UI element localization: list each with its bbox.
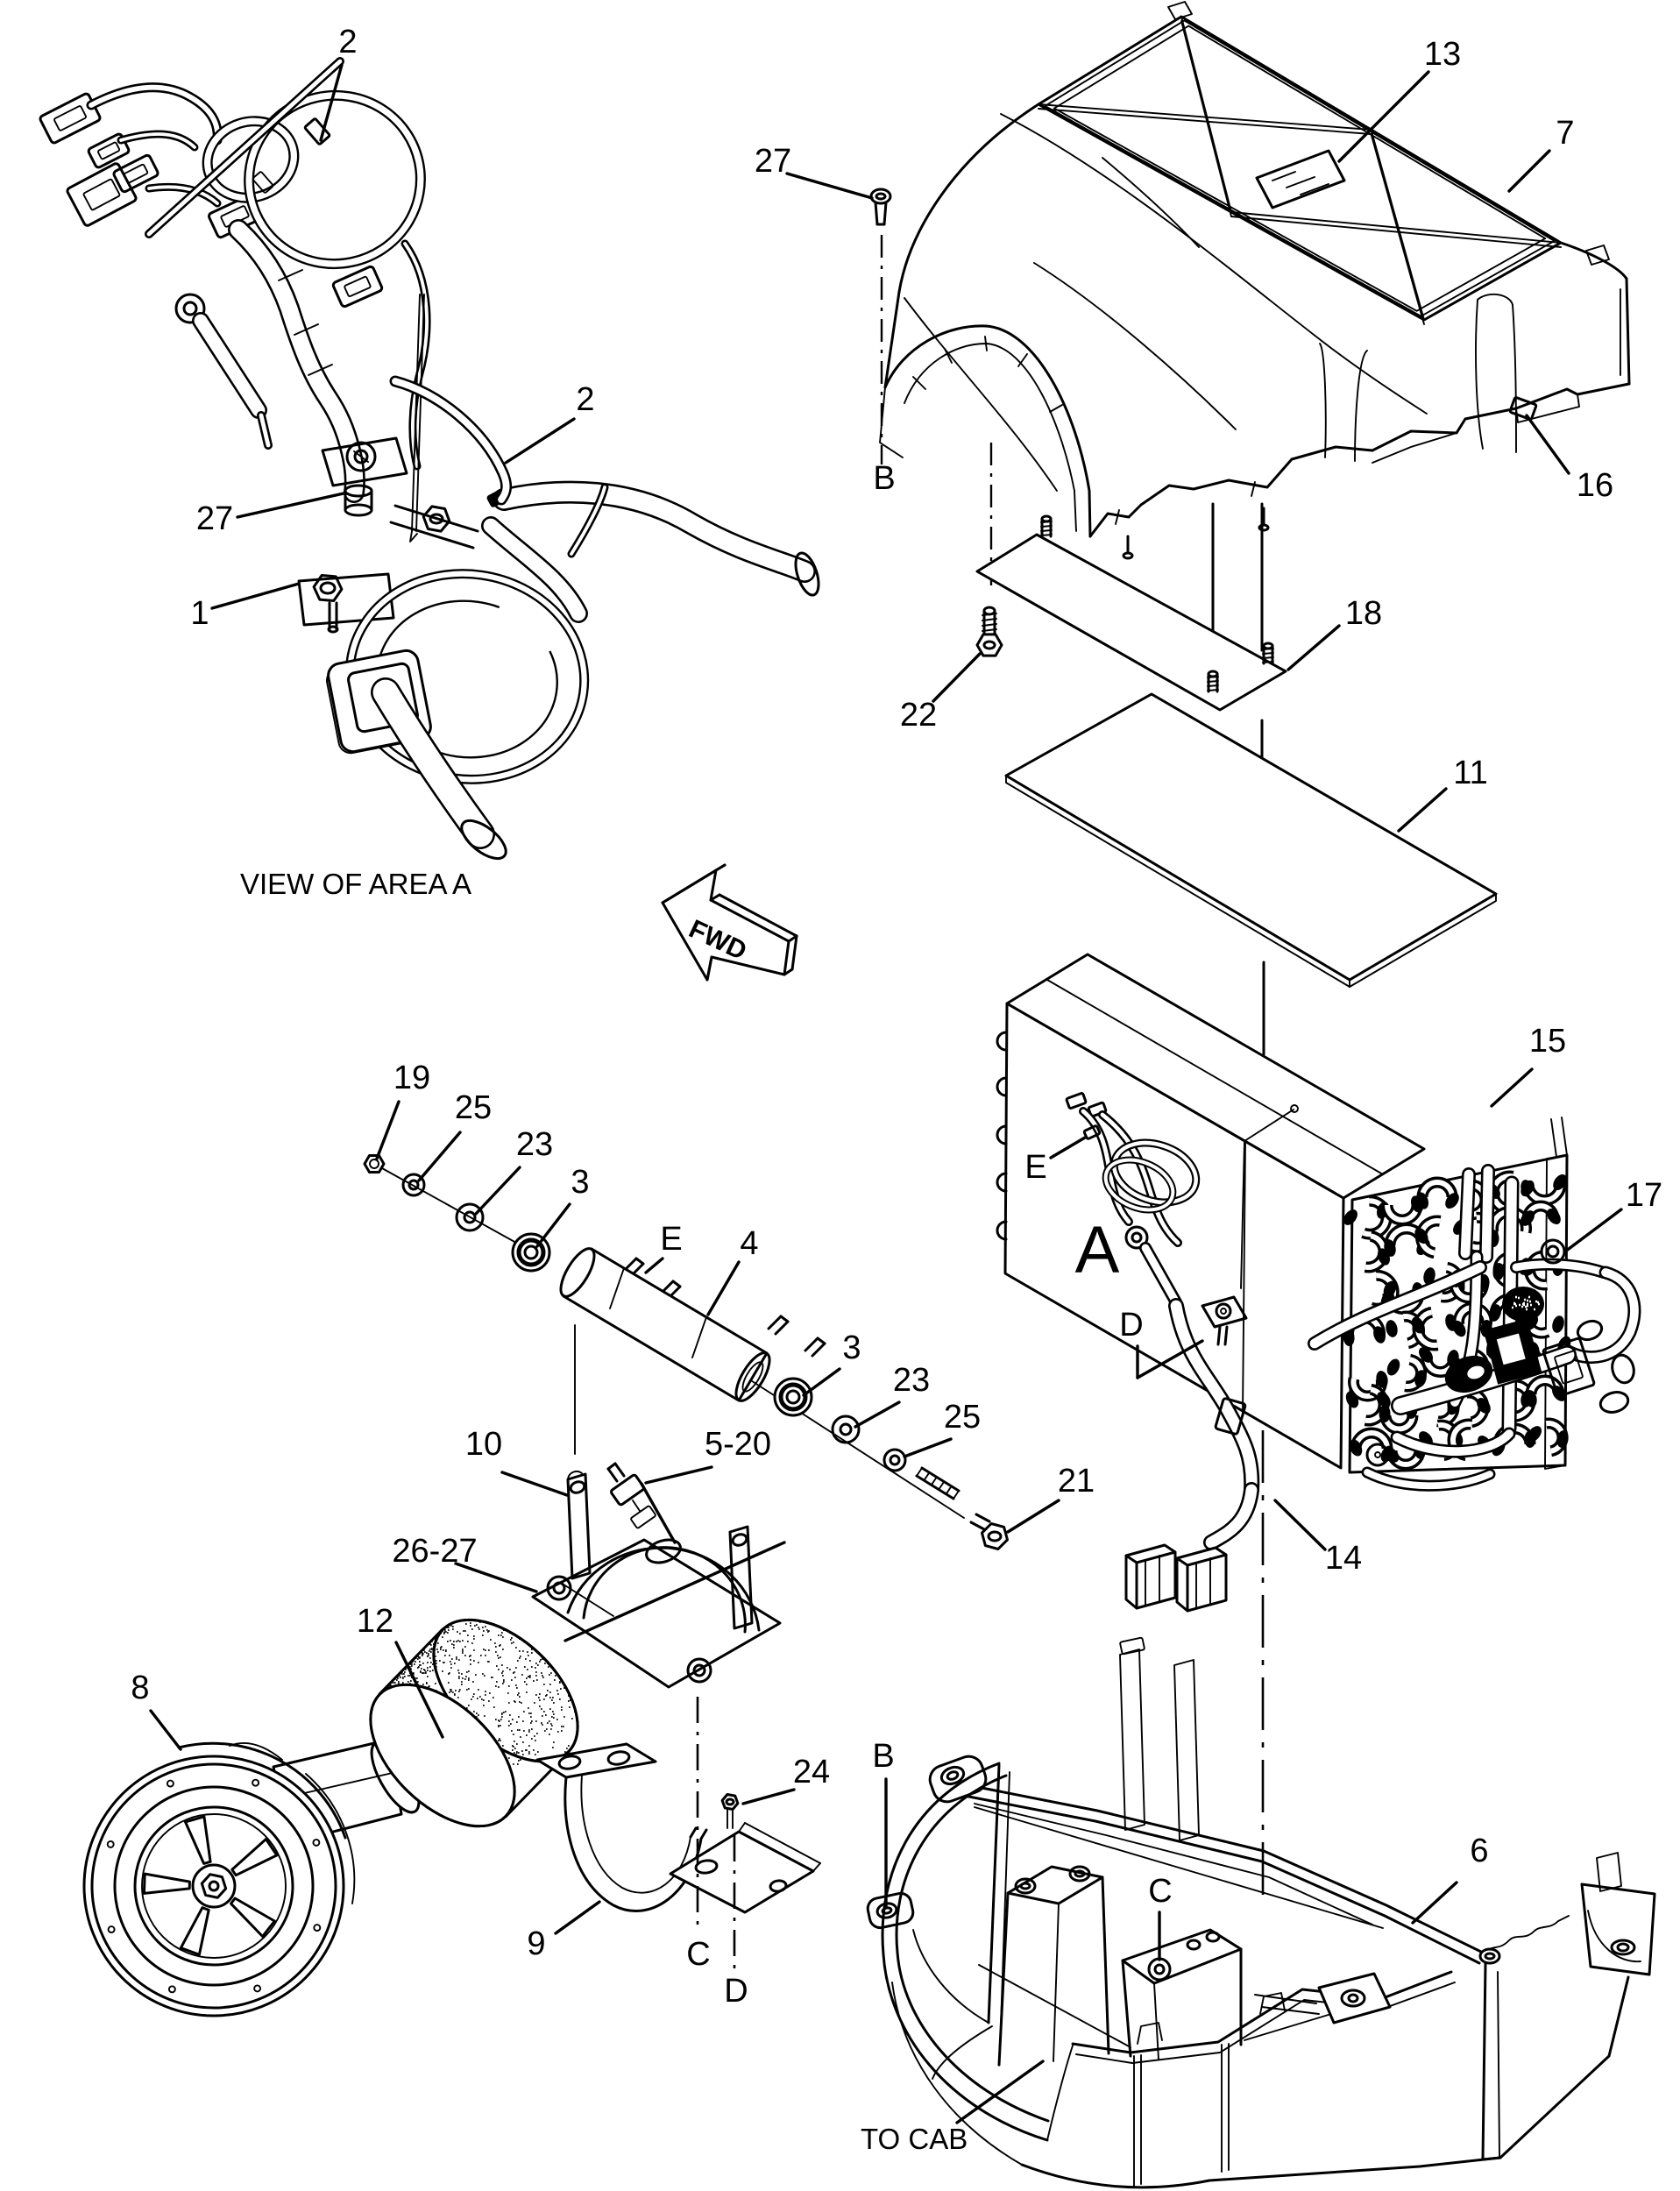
svg-text:1: 1 (190, 595, 209, 632)
svg-text:23: 23 (893, 1362, 930, 1399)
svg-text:2: 2 (338, 24, 357, 60)
svg-text:24: 24 (793, 1754, 830, 1790)
svg-text:B: B (873, 460, 895, 497)
svg-text:E: E (660, 1221, 682, 1258)
svg-text:3: 3 (842, 1329, 861, 1366)
svg-text:2: 2 (576, 381, 594, 418)
svg-text:D: D (1119, 1307, 1143, 1344)
svg-text:25: 25 (455, 1089, 492, 1126)
svg-text:VIEW OF AREA A: VIEW OF AREA A (240, 868, 471, 900)
svg-text:22: 22 (900, 697, 937, 734)
svg-text:8: 8 (131, 1670, 149, 1706)
svg-text:17: 17 (1626, 1177, 1662, 1214)
svg-text:16: 16 (1577, 467, 1613, 504)
svg-text:D: D (724, 1973, 748, 2010)
svg-text:7: 7 (1556, 115, 1574, 152)
svg-text:C: C (1148, 1873, 1172, 1910)
svg-text:9: 9 (527, 1925, 545, 1962)
svg-text:4: 4 (740, 1225, 758, 1262)
svg-text:TO CAB: TO CAB (861, 2123, 968, 2155)
svg-text:27: 27 (196, 500, 233, 537)
svg-text:B: B (872, 1738, 894, 1775)
svg-text:18: 18 (1345, 595, 1382, 632)
svg-text:12: 12 (357, 1603, 393, 1640)
svg-text:3: 3 (571, 1164, 589, 1201)
svg-text:6: 6 (1470, 1833, 1488, 1869)
svg-text:13: 13 (1424, 36, 1461, 73)
svg-text:C: C (686, 1936, 710, 1973)
svg-text:10: 10 (465, 1426, 502, 1463)
svg-text:25: 25 (944, 1399, 981, 1436)
svg-text:A: A (1075, 1213, 1120, 1287)
svg-text:14: 14 (1325, 1540, 1362, 1577)
svg-text:27: 27 (755, 143, 791, 180)
svg-text:21: 21 (1058, 1463, 1095, 1500)
svg-text:11: 11 (1453, 755, 1487, 791)
svg-text:5-20: 5-20 (705, 1426, 771, 1463)
svg-text:19: 19 (393, 1060, 430, 1096)
svg-text:23: 23 (516, 1126, 553, 1163)
svg-text:26-27: 26-27 (392, 1533, 477, 1570)
svg-text:E: E (1024, 1149, 1046, 1186)
svg-text:15: 15 (1529, 1023, 1566, 1060)
